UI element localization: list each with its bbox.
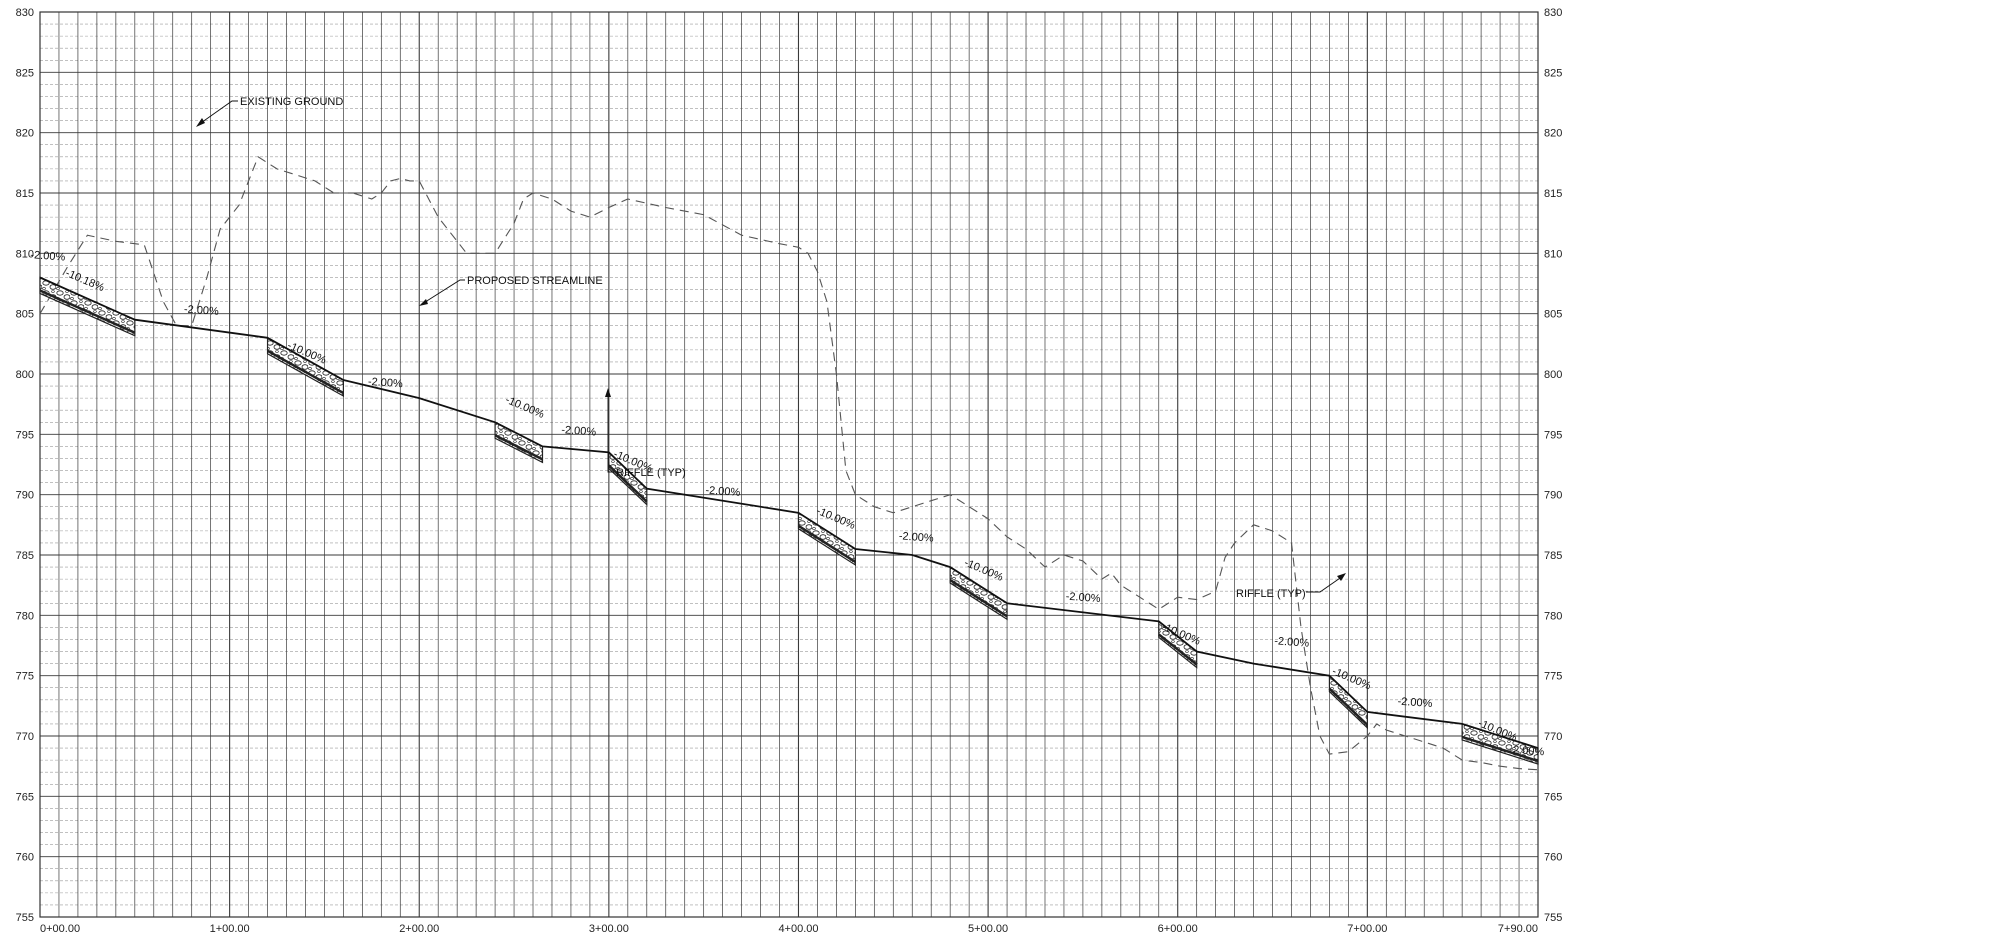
- riffle-base: [1461, 735, 1539, 763]
- slope-label: -2.00%: [561, 424, 597, 438]
- riffle-base: [39, 289, 136, 334]
- elevation-tick-label: 785: [1544, 550, 1562, 562]
- existing-ground-line: [39, 155, 1539, 771]
- elevation-tick-label: 825: [1544, 67, 1562, 79]
- riffle-base: [1328, 687, 1369, 726]
- station-axis: 0+00.00 1+00.00 2+00.00 3+00.00 4+00.00 5+00.…: [40, 923, 1538, 935]
- existing-ground-label: EXISTING GROUND: [240, 96, 343, 108]
- elevation-tick-label: 775: [1544, 671, 1562, 683]
- elevation-tick-label: 770: [16, 731, 34, 743]
- proposed-streamline-callout: PROPOSED STREAMLINE: [419, 275, 603, 306]
- station-tick-label: 5+00.00: [968, 923, 1008, 935]
- riffle-base: [494, 434, 544, 461]
- riffle-callout-2: RIFFLE (TYP): [1236, 573, 1346, 600]
- elevation-tick-label: 790: [16, 490, 34, 502]
- station-tick-label: 3+00.00: [589, 923, 629, 935]
- elevation-tick-label: 775: [16, 671, 34, 683]
- slope-label: -2.00%: [705, 484, 741, 498]
- elevation-tick-label: 755: [1544, 912, 1562, 924]
- elevation-tick-label: 760: [1544, 852, 1562, 864]
- station-tick-label: 4+00.00: [778, 923, 818, 935]
- elevation-axis-right: 830 825 820 815 810 805 800 795 790 785 780 775 770 7…: [1544, 7, 1562, 924]
- elevation-tick-label: 800: [16, 369, 34, 381]
- major-grid: [40, 12, 1538, 917]
- riffle-base: [797, 524, 857, 564]
- riffle-base: [949, 579, 1008, 618]
- proposed-streamline-arrow: [419, 299, 428, 306]
- riffle-base: [1157, 633, 1198, 666]
- elevation-tick-label: 820: [16, 128, 34, 140]
- elevation-tick-label: 815: [1544, 188, 1562, 200]
- proposed-streamline-leader: [421, 279, 465, 305]
- elevation-tick-label: 805: [16, 309, 34, 321]
- station-tick-label: 0+00.00: [40, 923, 80, 935]
- elevation-tick-label: 825: [16, 67, 34, 79]
- proposed-streamline-label: PROPOSED STREAMLINE: [467, 275, 603, 287]
- elevation-tick-label: 780: [1544, 610, 1562, 622]
- elevation-tick-label: 790: [1544, 490, 1562, 502]
- elevation-tick-label: 755: [16, 912, 34, 924]
- elevation-tick-label: 780: [16, 610, 34, 622]
- slope-label: -2.00%: [1274, 635, 1310, 649]
- riffle-callout-1: RIFFLE (TYP): [605, 388, 686, 479]
- slope-label: -2.00%: [1065, 591, 1101, 605]
- existing-ground-leader: [197, 100, 238, 126]
- station-tick-label: 6+00.00: [1158, 923, 1198, 935]
- riffle-base: [266, 349, 345, 395]
- riffle-callout-2-arrow: [1337, 573, 1346, 581]
- elevation-tick-label: 800: [1544, 369, 1562, 381]
- elevation-axis-left: 830 825 820 815 810 805 800 795 790 785 780 775 770 7…: [16, 7, 34, 924]
- riffle-callout-2-leader: [1306, 575, 1344, 593]
- riffle-callout-1-leader: [607, 394, 614, 473]
- slope-label: -2.00%: [30, 249, 66, 263]
- elevation-tick-label: 795: [1544, 429, 1562, 441]
- station-tick-label: 1+00.00: [210, 923, 250, 935]
- elevation-tick-label: 805: [1544, 309, 1562, 321]
- slope-label: -2.00%: [1509, 744, 1545, 758]
- existing-ground-callout: EXISTING GROUND: [196, 96, 343, 127]
- elevation-tick-label: 785: [16, 550, 34, 562]
- elevation-tick-label: 770: [1544, 731, 1562, 743]
- elevation-tick-label: 820: [1544, 128, 1562, 140]
- elevation-tick-label: 810: [1544, 248, 1562, 260]
- elevation-tick-label: 830: [16, 7, 34, 19]
- proposed-streamline: [39, 276, 1539, 749]
- elevation-tick-label: 795: [16, 429, 34, 441]
- elevation-tick-label: 765: [1544, 791, 1562, 803]
- elevation-tick-label: 815: [16, 188, 34, 200]
- station-tick-label: 7+90.00: [1498, 923, 1538, 935]
- riffle-callout-2-label: RIFFLE (TYP): [1236, 588, 1306, 600]
- existing-ground-arrow: [196, 118, 205, 127]
- riffle-base: [607, 464, 648, 503]
- elevation-tick-label: 830: [1544, 7, 1562, 19]
- riffle-callout-1-label: RIFFLE (TYP): [616, 467, 686, 479]
- elevation-tick-label: 760: [16, 852, 34, 864]
- slope-label: -2.00%: [184, 303, 220, 317]
- slope-label: -2.00%: [1397, 696, 1433, 710]
- slope-label: -2.00%: [898, 530, 934, 544]
- station-tick-label: 7+00.00: [1347, 923, 1387, 935]
- slope-label: -2.00%: [368, 376, 404, 390]
- riffle-blocks: [39, 276, 1539, 765]
- elevation-tick-label: 765: [16, 791, 34, 803]
- elevation-tick-label: 810: [16, 248, 34, 260]
- station-tick-label: 2+00.00: [399, 923, 439, 935]
- riffle-callout-1-arrow: [605, 388, 611, 397]
- plot-frame: [39, 11, 1539, 918]
